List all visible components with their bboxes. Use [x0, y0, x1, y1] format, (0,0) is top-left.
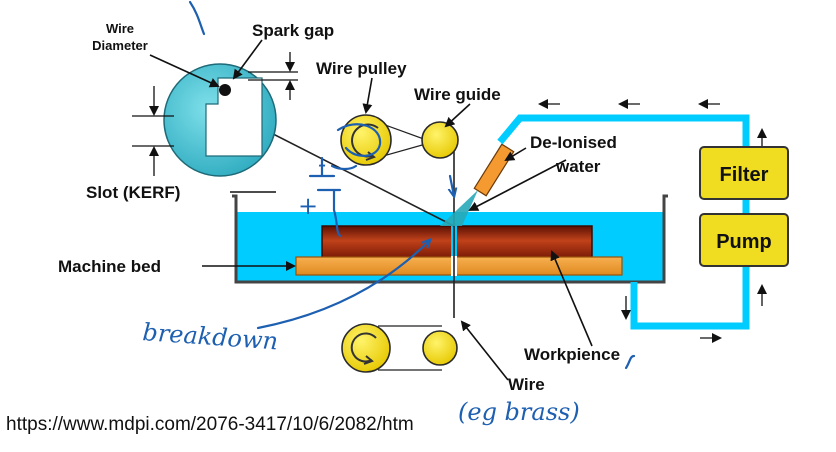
- eg-brass-annotation: (eg brass): [458, 398, 580, 426]
- wire-label: Wire: [508, 375, 545, 394]
- wire-guide-top: [421, 121, 459, 159]
- deionised-label-1: De-Ionised: [530, 133, 617, 152]
- plus-annotation: +: [298, 192, 318, 220]
- breakdown-annotation: breakdown: [142, 318, 279, 355]
- wire-pulley-bottom: [341, 323, 391, 373]
- workpiece-label: Workpience: [524, 345, 620, 364]
- minus-annotation: -: [318, 150, 326, 178]
- wire-diameter-label-1: Wire: [106, 21, 134, 36]
- source-url: https://www.mdpi.com/2076-3417/10/6/2082…: [6, 414, 414, 435]
- water-nozzle: [440, 143, 515, 226]
- wire-guide-bottom: [422, 330, 458, 366]
- slot-kerf-label: Slot (KERF): [86, 183, 180, 202]
- flow-arrows: [538, 99, 767, 343]
- pump-box: Pump: [699, 213, 789, 267]
- filter-label: Filter: [720, 164, 769, 186]
- wire-cross-section: [163, 63, 277, 177]
- machine-bed: [295, 256, 623, 276]
- wire-diameter-label-2: Diameter: [92, 38, 148, 53]
- handwritten-annotations: + - breakdown (eg brass): [142, 0, 636, 426]
- spark-gap-label: Spark gap: [252, 21, 334, 40]
- filter-box: Filter: [699, 146, 789, 200]
- dimension-lines: [132, 52, 298, 176]
- wire-pulley-top: [340, 114, 392, 166]
- pump-label: Pump: [716, 231, 772, 253]
- leader-arrows: [149, 39, 593, 381]
- workpiece: [321, 224, 593, 260]
- deionised-label-2: water: [555, 157, 601, 176]
- wire-guide-label: Wire guide: [414, 85, 501, 104]
- machine-bed-label: Machine bed: [58, 257, 161, 276]
- wire-pulley-label: Wire pulley: [316, 59, 407, 78]
